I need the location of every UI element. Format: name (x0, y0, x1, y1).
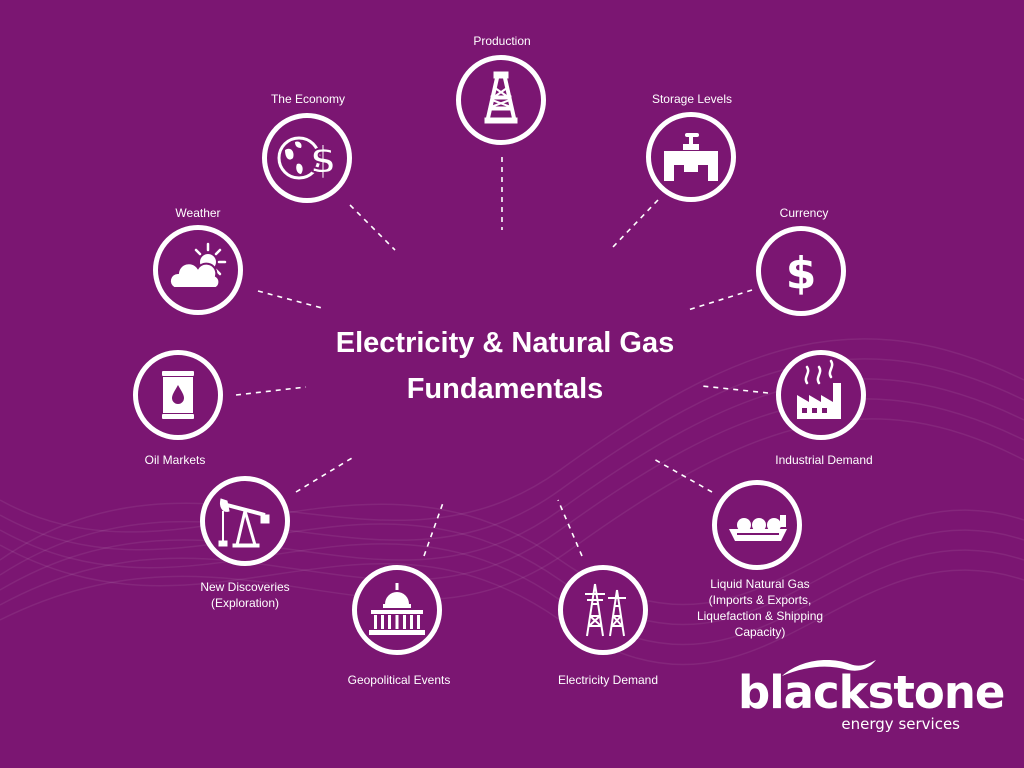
logo-swoosh-icon (782, 660, 876, 676)
connector-currency (687, 289, 753, 311)
svg-text:$: $ (310, 138, 336, 182)
node-label: Industrial Demand (775, 453, 873, 467)
node-electricity-demand (558, 565, 648, 655)
power-pylon-icon (585, 583, 626, 637)
connector-industrial-demand (701, 385, 769, 394)
pumpjack-icon (218, 498, 270, 548)
node-label: Weather (175, 206, 221, 220)
diagram-title: Electricity & Natural Gas Fundamentals (335, 327, 675, 405)
connector-electricity-demand (557, 499, 583, 557)
node-the-economy: $ (262, 113, 352, 203)
node-label: The Economy (270, 92, 346, 106)
node-label: Storage Levels (651, 92, 733, 106)
capitol-building-icon (369, 583, 425, 635)
node-label: Geopolitical Events (347, 673, 451, 687)
oil-derrick-icon (484, 71, 518, 124)
node-label: Currency (779, 206, 829, 220)
connector-storage-levels (611, 199, 659, 249)
node-new-discoveries (200, 476, 290, 566)
node-label: Liquid Natural Gas (Imports & Exports, L… (696, 577, 824, 639)
logo-tagline: energy services (841, 715, 960, 733)
globe-dollar-icon: $ (277, 136, 337, 183)
sun-cloud-icon (168, 242, 227, 289)
node-label: Electricity Demand (557, 673, 659, 687)
node-geopolitical-events (352, 565, 442, 655)
oil-barrel-icon (162, 371, 194, 419)
connector-geopolitical-events (423, 499, 445, 557)
node-weather (153, 225, 243, 315)
connector-the-economy (349, 204, 396, 251)
node-label: Production (473, 34, 531, 48)
node-storage-levels (646, 112, 736, 202)
node-oil-markets (133, 350, 223, 440)
connector-liquid-natural-gas (651, 457, 713, 493)
logo-wordmark: blackstone (738, 666, 1005, 719)
factory-icon (797, 359, 841, 419)
svg-text:$: $ (786, 248, 817, 299)
dollar-icon: $ (786, 248, 817, 299)
pipe-valve-icon (664, 133, 718, 181)
node-liquid-natural-gas (712, 480, 802, 570)
connector-new-discoveries (295, 457, 353, 493)
node-label: New Discoveries (Exploration) (200, 580, 290, 610)
connector-weather (257, 290, 323, 309)
lng-tanker-icon (729, 515, 787, 541)
node-production (456, 55, 546, 145)
node-industrial-demand (776, 350, 866, 440)
connector-oil-markets (235, 386, 307, 396)
node-currency: $ (756, 226, 846, 316)
node-label: Oil Markets (144, 453, 206, 467)
